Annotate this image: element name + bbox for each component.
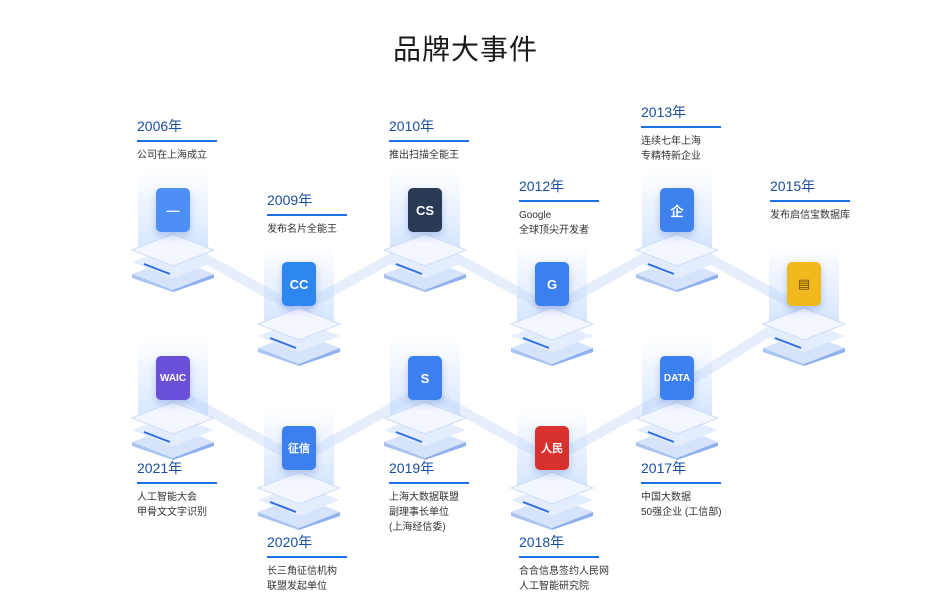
node-2018: 人民 — [507, 408, 597, 530]
node-2009: CC — [254, 244, 344, 366]
event-desc: 推出扫描全能王 — [389, 150, 459, 161]
event-2015: 2015年 发布启信宝数据库 — [770, 176, 900, 223]
credit-icon: 征信 — [282, 426, 316, 470]
event-year: 2017年 — [641, 458, 721, 484]
event-2019: 2019年 上海大数据联盟副理事长单位(上海经信委) — [389, 458, 519, 535]
waic-icon: WAIC — [156, 356, 190, 400]
qixinbao-icon: ▤ — [787, 262, 821, 306]
event-desc: 长三角征信机构联盟发起单位 — [267, 566, 337, 592]
event-desc: 发布名片全能王 — [267, 224, 337, 235]
node-2012: G — [507, 244, 597, 366]
event-2006: 2006年 公司在上海成立 — [137, 116, 267, 163]
event-2009: 2009年 发布名片全能王 — [267, 190, 397, 237]
blank-blue-tile-icon: — — [156, 188, 190, 232]
event-year: 2010年 — [389, 116, 469, 142]
event-year: 2012年 — [519, 176, 599, 202]
event-2020: 2020年 长三角征信机构联盟发起单位 — [267, 532, 397, 594]
event-desc: 公司在上海成立 — [137, 150, 207, 161]
google-icon: G — [535, 262, 569, 306]
event-desc: 连续七年上海专精特新企业 — [641, 136, 701, 162]
event-desc: 人工智能大会甲骨文文字识别 — [137, 492, 207, 518]
event-2021: 2021年 人工智能大会甲骨文文字识别 — [137, 458, 267, 520]
node-2021: WAIC — [128, 338, 218, 460]
event-desc: 发布启信宝数据库 — [770, 210, 850, 221]
node-2010: CS — [380, 170, 470, 292]
node-2019: S — [380, 338, 470, 460]
enterprise-icon: 企 — [660, 188, 694, 232]
camcard-icon: CC — [282, 262, 316, 306]
page-title: 品牌大事件 — [392, 34, 538, 65]
node-2013: 企 — [632, 170, 722, 292]
node-2020: 征信 — [254, 408, 344, 530]
data-icon: DATA — [660, 356, 694, 400]
bigdata-alliance-icon: S — [408, 356, 442, 400]
event-year: 2019年 — [389, 458, 469, 484]
node-2017: DATA — [632, 338, 722, 460]
peoples-daily-icon: 人民 — [535, 426, 569, 470]
event-year: 2013年 — [641, 102, 721, 128]
event-year: 2006年 — [137, 116, 217, 142]
camscanner-icon: CS — [408, 188, 442, 232]
event-desc: 上海大数据联盟副理事长单位(上海经信委) — [389, 492, 459, 533]
event-year: 2009年 — [267, 190, 347, 216]
event-year: 2021年 — [137, 458, 217, 484]
event-year: 2018年 — [519, 532, 599, 558]
node-2015: ▤ — [759, 244, 849, 366]
event-2013: 2013年 连续七年上海专精特新企业 — [641, 102, 771, 164]
event-year: 2020年 — [267, 532, 347, 558]
event-desc: 合合信息签约人民网人工智能研究院 — [519, 566, 609, 592]
event-year: 2015年 — [770, 176, 850, 202]
node-2006: — — [128, 170, 218, 292]
event-2018: 2018年 合合信息签约人民网人工智能研究院 — [519, 532, 649, 594]
event-2010: 2010年 推出扫描全能王 — [389, 116, 519, 163]
